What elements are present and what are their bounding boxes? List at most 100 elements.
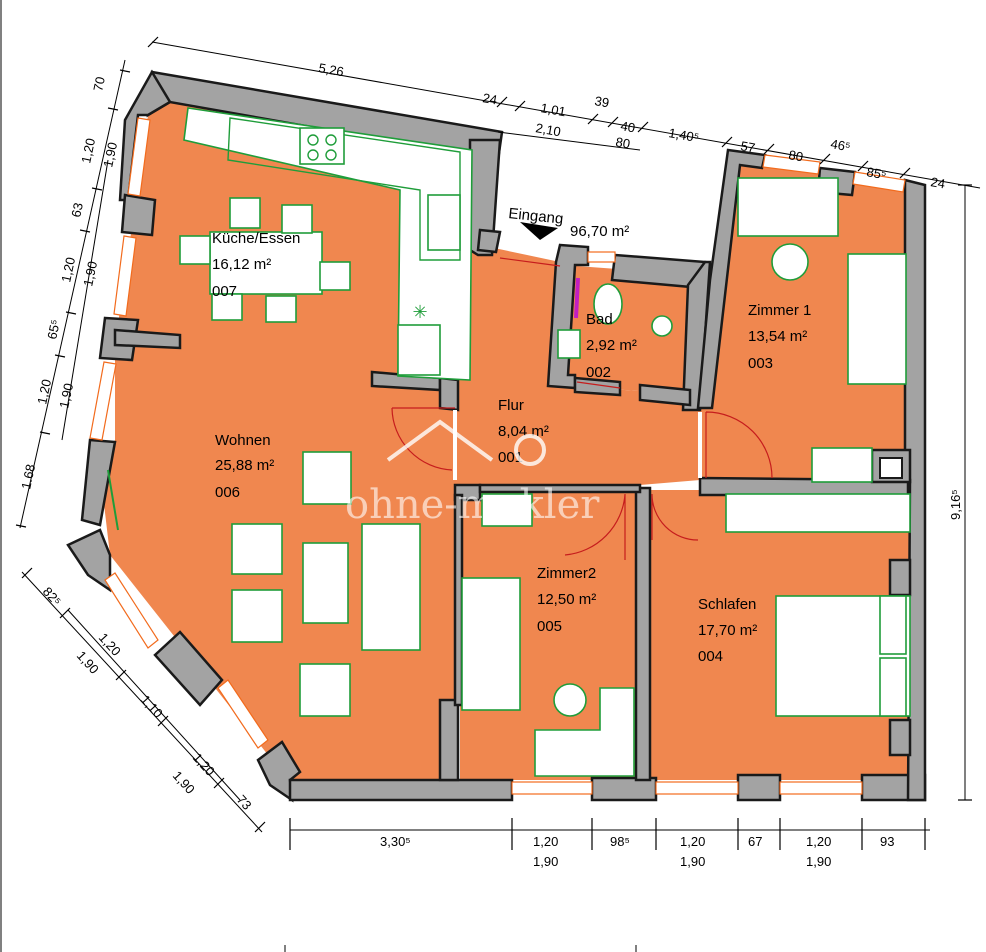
dimension-label: 5,26 xyxy=(317,60,345,79)
pillow xyxy=(879,657,907,717)
room-zimmer2-number: 005 xyxy=(537,618,562,635)
dimension-label: 67 xyxy=(748,834,762,849)
dimension-label: 93 xyxy=(880,834,894,849)
wall-flur-left xyxy=(438,376,460,412)
wall-bad-bottom2 xyxy=(638,383,692,407)
room-wohnen-area: 25,88 m² xyxy=(215,457,274,474)
dimension-label: 65⁵ xyxy=(44,318,63,341)
wall-wohnen-right xyxy=(438,698,460,782)
dimension-label: 1,90 xyxy=(680,854,705,869)
dimension-label: 9,16⁵ xyxy=(948,489,963,520)
bed xyxy=(461,577,521,711)
dimension-label: 24 xyxy=(929,174,946,191)
dimension-label: 1,40⁵ xyxy=(667,125,700,145)
dimensions-right: 9,16⁵ xyxy=(948,184,972,801)
dimension-label: 85⁵ xyxy=(865,164,887,182)
entrance-arrow-icon xyxy=(520,222,558,240)
wall-left-pier3 xyxy=(80,438,117,527)
burner xyxy=(325,149,337,161)
sofa xyxy=(361,523,421,651)
room-bad-name: Bad xyxy=(586,311,613,328)
window-kitchen-left-2 xyxy=(113,235,137,317)
door-z2 xyxy=(564,493,626,560)
star-icon: ✳ xyxy=(412,302,427,322)
dimension-label: 80 xyxy=(614,134,631,151)
dimension-label: 46⁵ xyxy=(829,136,851,154)
entrance-label: Eingang xyxy=(508,205,565,228)
room-bad-area: 2,92 m² xyxy=(586,337,637,354)
door-schlafen xyxy=(651,493,699,541)
room-kueche-area: 16,12 m² xyxy=(212,256,271,273)
armchair xyxy=(302,451,352,505)
chair xyxy=(211,293,243,321)
door-wohnen xyxy=(391,407,455,471)
room-schlafen-area: 17,70 m² xyxy=(698,622,757,639)
kitchen-counter-inner xyxy=(227,117,461,261)
dimension-label: 1,90 xyxy=(100,141,120,169)
dimension-label: 1,90 xyxy=(806,854,831,869)
furniture: ✳ xyxy=(107,107,911,777)
room-zimmer1-number: 003 xyxy=(748,355,773,372)
pillow xyxy=(879,595,907,655)
window-kitchen-left-1 xyxy=(127,117,151,197)
shower xyxy=(651,315,673,337)
dimension-label: 70 xyxy=(90,75,108,92)
dimension-label: 1,20 xyxy=(680,834,705,849)
room-bad-number: 002 xyxy=(586,364,611,381)
toilet xyxy=(593,283,623,325)
dimension-label: 1,10 xyxy=(138,692,166,721)
wall-bottom-mid1 xyxy=(590,776,658,802)
wall-schlafen-right-pier xyxy=(888,558,912,597)
kitchen-counter xyxy=(183,107,473,381)
dimensions-top: 5,26 24 1,01 39 2,10 40 80 1,40⁵ 57 80 4… xyxy=(147,36,981,191)
room-wohnen-number: 006 xyxy=(215,484,240,501)
room-zimmer1-area: 13,54 m² xyxy=(748,328,807,345)
dimension-label: 1,20 xyxy=(78,137,98,165)
room-schlafen-name: Schlafen xyxy=(698,596,756,613)
dimension-label: 40 xyxy=(619,118,636,135)
dimensions-bottom: 3,30⁵ 1,20 1,90 98⁵ 1,20 1,90 67 1,20 1,… xyxy=(289,818,930,869)
wall-bottom-left xyxy=(288,778,514,802)
coffee-table xyxy=(302,542,349,624)
dimension-label: 1.68 xyxy=(18,463,38,491)
room-wohnen-name: Wohnen xyxy=(215,432,271,449)
dimension-label: 24 xyxy=(481,90,498,107)
wall-schlafen-right-pier2 xyxy=(888,718,912,757)
chair xyxy=(319,261,351,291)
floor-flur xyxy=(440,245,700,485)
dimensions-left: 70 1,20 1,90 63 1,20 1,90 65⁵ 1,20 1,90 … xyxy=(15,59,131,529)
window-wohnen-diag2 xyxy=(217,679,269,749)
desk-chair xyxy=(553,683,587,717)
doors xyxy=(391,257,773,560)
window-schlafen-1 xyxy=(655,781,739,795)
total-area: 96,70 m² xyxy=(570,223,629,240)
window-schlafen-2 xyxy=(779,781,863,795)
dimension-label: 1,90 xyxy=(533,854,558,869)
wall-left-pier1 xyxy=(120,193,157,237)
wall-kitchen-wohnen xyxy=(113,328,182,350)
burner xyxy=(325,134,337,146)
dimension-label: 57 xyxy=(739,138,756,155)
door-z1 xyxy=(705,411,773,479)
wardrobe-long xyxy=(725,493,911,533)
desk xyxy=(737,177,839,237)
chair xyxy=(229,197,261,229)
dimension-label: 1,20 xyxy=(190,750,218,779)
room-zimmer2-area: 12,50 m² xyxy=(537,591,596,608)
dimension-label: 1,20 xyxy=(533,834,558,849)
window-wohnen-diag1 xyxy=(104,572,159,649)
window-zimmer2 xyxy=(511,781,593,795)
stove xyxy=(299,127,345,165)
wardrobe xyxy=(481,493,533,527)
wall-z2-right xyxy=(634,486,652,782)
wall-wohnen-diag xyxy=(66,528,112,593)
dimension-label: 2,10 xyxy=(534,120,562,139)
door-bad xyxy=(576,381,621,389)
wall-bottom-mid2 xyxy=(736,773,782,802)
desk-chair xyxy=(771,243,809,281)
room-flur-name: Flur xyxy=(498,397,524,414)
room-labels: Küche/Essen 16,12 m² 007 Wohnen 25,88 m²… xyxy=(212,230,811,665)
burner xyxy=(307,134,319,146)
radiator xyxy=(574,277,580,319)
